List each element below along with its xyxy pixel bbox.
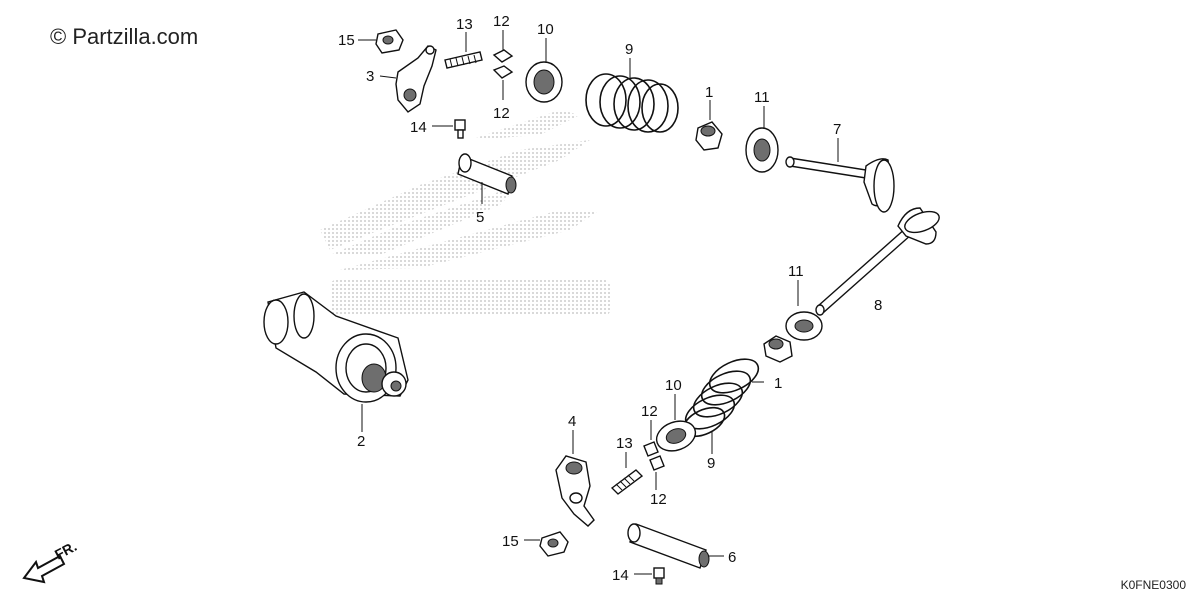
part-1-stem-seal-bottom <box>752 335 793 383</box>
callout-2: 2 <box>357 433 365 450</box>
callout-1-top: 1 <box>705 84 713 101</box>
callout-11-top: 11 <box>754 89 770 106</box>
part-1-stem-seal-top <box>695 100 723 151</box>
part-13-adjust-screw-top <box>444 32 483 69</box>
callout-1-bottom: 1 <box>774 375 782 392</box>
part-2-camshaft <box>263 291 409 432</box>
copyright-watermark: © Partzilla.com <box>50 24 199 49</box>
callout-14-bottom: 14 <box>612 567 629 584</box>
callout-15-top: 15 <box>338 32 355 49</box>
callout-4: 4 <box>568 413 576 430</box>
callout-7: 7 <box>833 121 841 138</box>
callout-13-top: 13 <box>456 16 473 33</box>
callout-9-bottom: 9 <box>707 455 715 472</box>
callout-10-top: 10 <box>537 21 554 38</box>
part-13-adjust-screw-bottom <box>610 452 644 495</box>
callout-10-bottom: 10 <box>665 377 682 394</box>
callout-15-bottom: 15 <box>502 533 519 550</box>
callout-12-top-b: 12 <box>493 105 510 122</box>
part-10-retainer-top <box>525 38 563 103</box>
part-12-cotters-top <box>492 30 514 100</box>
part-12-cotters-bottom <box>643 420 665 490</box>
callout-12-bottom-a: 12 <box>641 403 658 420</box>
diagram-code: K0FNE0300 <box>1120 578 1186 592</box>
part-9-spring-top <box>585 58 679 133</box>
part-15-nut-bottom <box>524 531 569 557</box>
part-10-retainer-bottom <box>655 394 697 452</box>
part-14-bolt-top <box>432 119 466 139</box>
callout-11-bottom: 11 <box>788 263 804 280</box>
callout-13-bottom: 13 <box>616 435 633 452</box>
part-15-nut-top <box>358 29 404 54</box>
callout-12-bottom-b: 12 <box>650 491 667 508</box>
part-5-rocker-shaft <box>457 153 517 204</box>
callout-12-top-a: 12 <box>493 13 510 30</box>
honda-wing-logo <box>320 110 610 316</box>
arrow-front-icon: FR. <box>22 538 79 584</box>
callout-9-top: 9 <box>625 41 633 58</box>
part-3-rocker-arm <box>379 45 437 113</box>
part-8-valve-exhaust <box>815 207 940 316</box>
callout-6: 6 <box>728 549 736 566</box>
callout-8: 8 <box>874 297 882 314</box>
part-6-rocker-shaft <box>627 523 724 569</box>
part-11-spring-seat-bottom <box>785 280 823 341</box>
callout-5: 5 <box>476 209 484 226</box>
part-14-bolt-bottom <box>634 567 665 585</box>
part-11-spring-seat-top <box>745 106 779 173</box>
callout-14-top: 14 <box>410 119 427 136</box>
callout-3: 3 <box>366 68 374 85</box>
part-4-rocker-arm <box>555 430 595 527</box>
part-7-valve-intake <box>785 138 895 213</box>
